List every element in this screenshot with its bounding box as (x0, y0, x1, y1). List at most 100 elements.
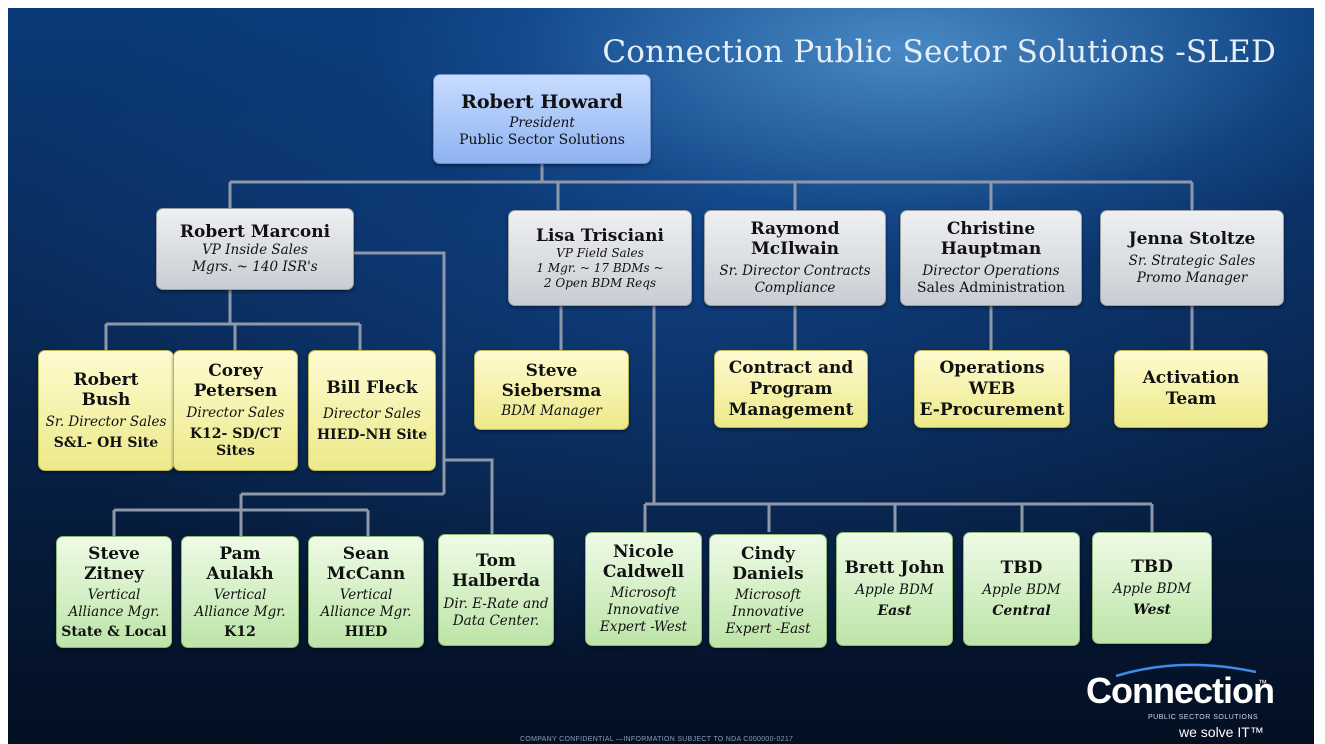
fleck-box: Bill Fleck Director Sales HIED-NH Site (308, 350, 436, 471)
john-name: Brett John (844, 558, 945, 578)
mccann-name-1: Sean (342, 543, 390, 564)
petersen-name-1: Corey (208, 361, 263, 381)
operations-line-2: WEB (968, 378, 1016, 399)
siebersma-box: Steve Siebersma BDM Manager (474, 350, 629, 430)
hauptman-name-1: Christine (946, 219, 1036, 239)
zitney-name-1: Steve (88, 543, 140, 564)
bush-name-1: Robert (73, 369, 139, 390)
halberda-name-1: Tom (475, 550, 517, 571)
mcilwain-name-2: McIlwain (750, 239, 840, 259)
zitney-role-2: Alliance Mgr. (68, 603, 160, 620)
trisciani-note-2: 2 Open BDM Reqs (543, 275, 657, 290)
trisciani-note-1: 1 Mgr. ~ 17 BDMs ~ (536, 260, 664, 275)
caldwell-box: Nicole Caldwell Microsoft Innovative Exp… (585, 532, 702, 646)
connector (444, 458, 494, 534)
fleck-role: Director Sales (323, 405, 421, 422)
caldwell-role-3: Expert -West (599, 619, 688, 635)
caldwell-name-1: Nicole (613, 542, 674, 562)
zitney-name-2: Zitney (84, 563, 144, 584)
siebersma-name-2: Siebersma (501, 380, 602, 401)
tbd-west-role: Apple BDM (1112, 581, 1192, 597)
aulakh-name-2: Aulakh (206, 563, 274, 584)
slide-title: Connection Public Sector Solutions -SLED (602, 34, 1276, 70)
org-chart-slide: Connection Public Sector Solutions -SLED… (8, 8, 1314, 744)
president-role: President (509, 115, 575, 131)
daniels-box: Cindy Daniels Microsoft Innovative Exper… (709, 534, 827, 648)
tbd-central-name: TBD (1000, 558, 1043, 578)
operations-line-1: Operations (939, 357, 1045, 378)
caldwell-role-1: Microsoft (610, 585, 677, 601)
contract-line-2: Program (749, 378, 833, 399)
mccann-box: Sean McCann Vertical Alliance Mgr. HIED (308, 536, 424, 648)
logo-tagline: we solve IT™ (1179, 724, 1264, 740)
activation-line-2: Team (1165, 389, 1217, 409)
john-role: Apple BDM (855, 582, 934, 598)
hauptman-role: Director Operations (922, 263, 1060, 279)
activation-box: Activation Team (1114, 350, 1268, 428)
tbd-west-box: TBD Apple BDM West (1092, 532, 1212, 644)
john-region: East (877, 603, 912, 619)
hauptman-box: Christine Hauptman Director Operations S… (900, 210, 1082, 306)
mcilwain-role-1: Sr. Director Contracts (719, 263, 871, 279)
operations-line-3: E-Procurement (919, 399, 1065, 420)
siebersma-role: BDM Manager (501, 402, 602, 419)
daniels-role-2: Innovative (732, 604, 804, 620)
stoltze-role-2: Promo Manager (1136, 270, 1248, 286)
contract-box: Contract and Program Management (714, 350, 868, 428)
tbd-west-name: TBD (1131, 557, 1173, 577)
connector-lines (104, 164, 1194, 536)
mccann-segment: HIED (344, 623, 388, 640)
connection-logo: Connection ™ PUBLIC SECTOR SOLUTIONS we … (1086, 658, 1275, 740)
tbd-central-role: Apple BDM (982, 582, 1061, 598)
president-box: Robert Howard President Public Sector So… (433, 74, 651, 164)
tbd-central-region: Central (992, 603, 1051, 619)
stoltze-name: Jenna Stoltze (1128, 229, 1256, 249)
contract-line-1: Contract and (728, 357, 854, 378)
aulakh-name-1: Pam (219, 543, 261, 564)
halberda-role-2: Data Center. (452, 612, 540, 629)
activation-line-1: Activation (1142, 368, 1240, 388)
john-box: Brett John Apple BDM East (836, 532, 953, 646)
mcilwain-box: Raymond McIlwain Sr. Director Contracts … (704, 210, 886, 306)
caldwell-role-2: Innovative (607, 602, 680, 618)
logo-trademark: ™ (1258, 678, 1267, 688)
bush-box: Robert Bush Sr. Director Sales S&L- OH S… (38, 350, 174, 471)
connector (354, 251, 446, 494)
marconi-box: Robert Marconi VP Inside Sales Mgrs. ~ 1… (156, 208, 354, 290)
petersen-box: Corey Petersen Director Sales K12- SD/CT… (173, 350, 298, 471)
trisciani-role: VP Field Sales (556, 245, 644, 260)
petersen-role: Director Sales (186, 405, 285, 421)
operations-box: Operations WEB E-Procurement (914, 350, 1070, 428)
mccann-role-1: Vertical (339, 586, 393, 603)
halberda-name-2: Halberda (451, 570, 541, 591)
fleck-name: Bill Fleck (326, 377, 418, 398)
siebersma-name-1: Steve (525, 360, 578, 381)
fleck-site: HIED-NH Site (316, 426, 428, 443)
halberda-box: Tom Halberda Dir. E-Rate and Data Center… (438, 534, 554, 646)
president-unit: Public Sector Solutions (459, 132, 625, 148)
logo-arc-icon (1115, 663, 1257, 678)
mccann-role-2: Alliance Mgr. (320, 603, 412, 620)
zitney-segment: State & Local (61, 623, 167, 640)
tbd-west-region: West (1133, 602, 1171, 618)
petersen-name-2: Petersen (193, 381, 278, 401)
zitney-box: Steve Zitney Vertical Alliance Mgr. Stat… (56, 536, 172, 648)
marconi-name: Robert Marconi (179, 222, 331, 242)
logo-subtitle: PUBLIC SECTOR SOLUTIONS (1148, 714, 1259, 721)
stoltze-role-1: Sr. Strategic Sales (1128, 253, 1256, 269)
confidential-footer: COMPANY CONFIDENTIAL —INFORMATION SUBJEC… (520, 736, 794, 743)
aulakh-role-1: Vertical (213, 586, 267, 603)
stoltze-box: Jenna Stoltze Sr. Strategic Sales Promo … (1100, 210, 1284, 306)
marconi-role: VP Inside Sales (202, 242, 308, 258)
contract-line-3: Management (728, 399, 854, 420)
petersen-site-2: Sites (216, 443, 255, 459)
aulakh-segment: K12 (224, 623, 256, 640)
hauptman-name-2: Hauptman (940, 239, 1042, 259)
petersen-site-1: K12- SD/CT (189, 426, 282, 442)
aulakh-box: Pam Aulakh Vertical Alliance Mgr. K12 (181, 536, 299, 648)
zitney-role-1: Vertical (87, 586, 141, 603)
daniels-name-1: Cindy (740, 544, 796, 564)
aulakh-role-2: Alliance Mgr. (194, 603, 286, 620)
hauptman-unit: Sales Administration (916, 280, 1066, 296)
daniels-name-2: Daniels (732, 564, 804, 584)
